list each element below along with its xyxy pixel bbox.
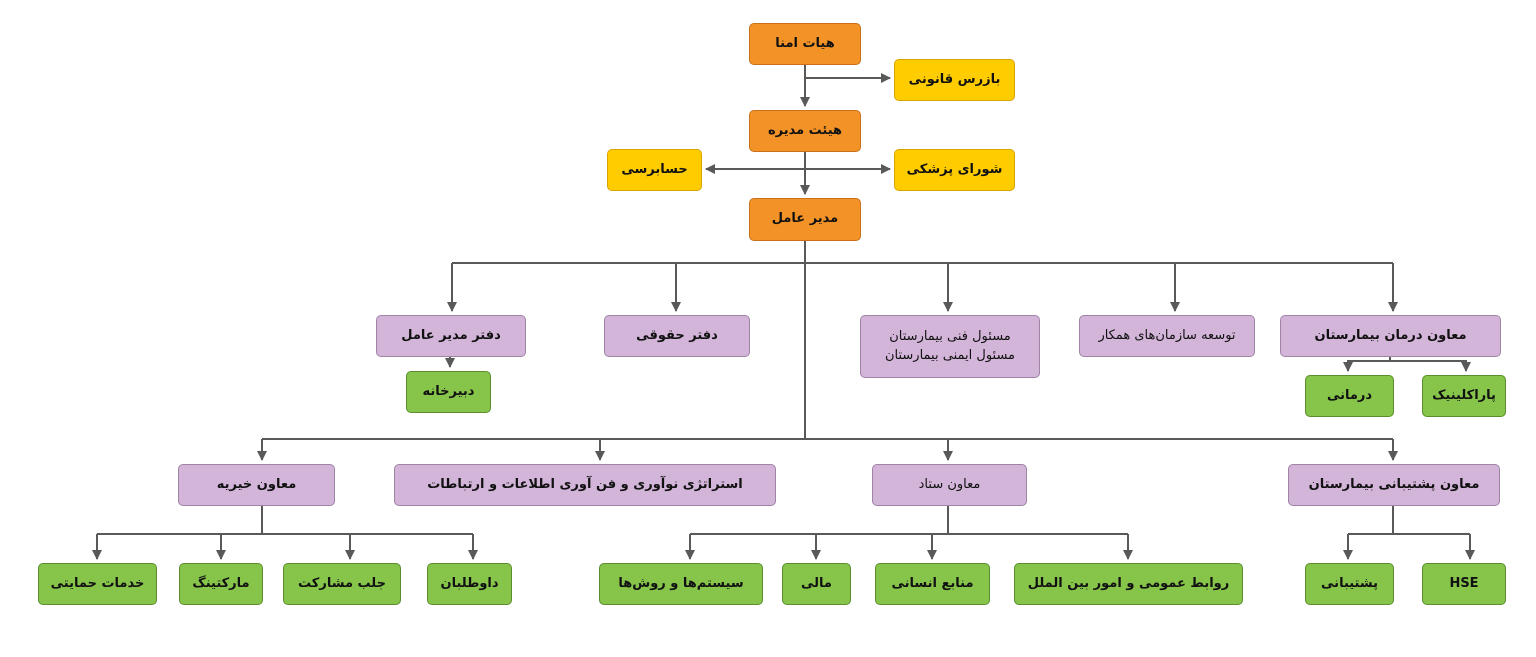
node-board-of-trustees: هیات امنا — [749, 23, 861, 65]
node-support: پشتیبانی — [1305, 563, 1394, 605]
node-treatment: درمانی — [1305, 375, 1394, 417]
connector-treatment-bus — [1343, 357, 1391, 372]
node-medical-council: شورای پزشکی — [894, 149, 1015, 191]
node-secretariat: دبیرخانه — [406, 371, 491, 413]
node-ceo: مدیر عامل — [749, 198, 861, 241]
node-hse: HSE — [1422, 563, 1506, 605]
node-public-relations: روابط عمومی و امور بین الملل — [1014, 563, 1243, 605]
node-support-services: خدمات حمایتی — [38, 563, 157, 605]
node-systems-methods: سیستم‌ها و روش‌ها — [599, 563, 763, 605]
node-human-resources: منابع انسانی — [875, 563, 990, 605]
node-charity-deputy: معاون خیریه — [178, 464, 335, 506]
node-support-deputy: معاون پشتیبانی بیمارستان — [1288, 464, 1500, 506]
node-volunteers: داوطلبان — [427, 563, 512, 605]
node-staff-deputy: معاون ستاد — [872, 464, 1027, 506]
node-legal-office: دفتر حقوقی — [604, 315, 750, 357]
node-board-of-directors: هیئت مدیره — [749, 110, 861, 152]
node-ceo-office: دفتر مدیر عامل — [376, 315, 526, 357]
node-audit: حسابرسی — [607, 149, 702, 191]
node-treatment-deputy: معاون درمان بیمارستان — [1280, 315, 1501, 357]
node-technical-safety-officer: مسئول فنی بیمارستان مسئول ایمنی بیمارستا… — [860, 315, 1040, 378]
node-paraclinic: پاراکلینیک — [1422, 375, 1506, 417]
node-finance: مالی — [782, 563, 851, 605]
node-innovation-it: استراتژی نوآوری و فن آوری اطلاعات و ارتب… — [394, 464, 776, 506]
node-partner-development: توسعه سازمان‌های همکار — [1079, 315, 1255, 357]
node-participation: جلب مشارکت — [283, 563, 401, 605]
connector-to-paraclinic — [1390, 360, 1471, 372]
node-legal-inspector: بازرس قانونی — [894, 59, 1015, 101]
node-marketing: مارکتینگ — [179, 563, 263, 605]
